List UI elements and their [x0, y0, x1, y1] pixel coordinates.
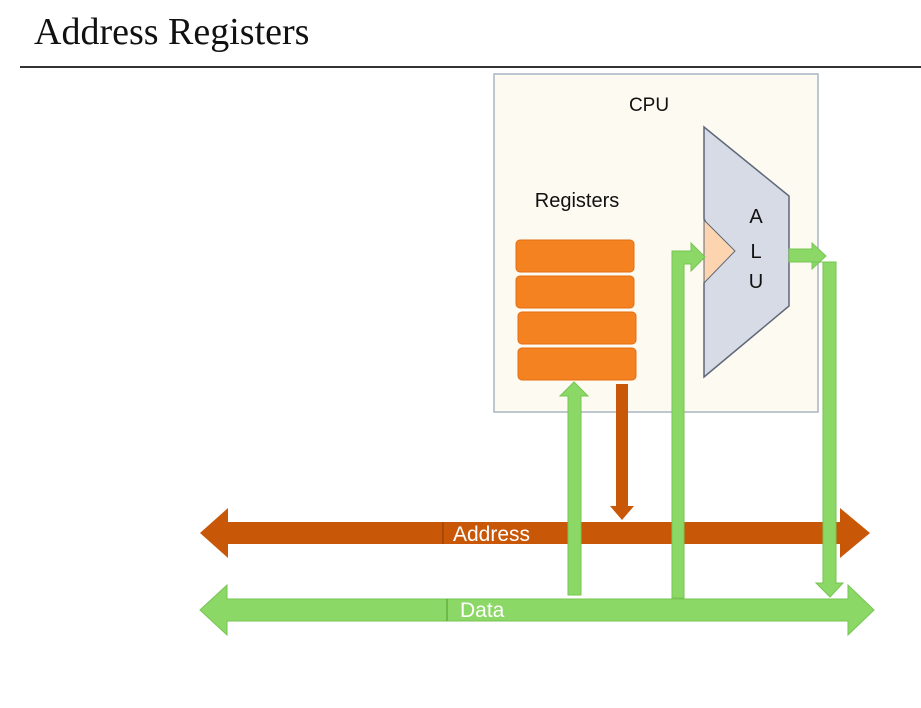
- alu-input-notch: [703, 218, 736, 285]
- register-1: [515, 239, 635, 273]
- slide-title: Address Registers: [34, 11, 310, 53]
- address-bus-arrow: [200, 508, 870, 558]
- data-to-alu-arrow: [671, 241, 706, 599]
- alu-to-data-arrow: [788, 241, 845, 598]
- title-rule: [20, 66, 921, 68]
- address-bus-label: Address: [453, 523, 530, 546]
- registers-to-address-arrow: [610, 384, 634, 520]
- cpu-label: CPU: [629, 95, 669, 116]
- register-stack: [515, 239, 637, 381]
- data-bus-label: Data: [460, 599, 505, 622]
- register-4: [517, 347, 637, 381]
- register-3: [517, 311, 637, 345]
- data-to-registers-arrow: [558, 381, 590, 596]
- alu-letter-l: L: [750, 241, 761, 263]
- alu-letter-a: A: [749, 206, 763, 228]
- data-bus-arrow: [199, 583, 875, 637]
- alu-letter-u: U: [749, 271, 763, 293]
- registers-label: Registers: [535, 190, 619, 212]
- register-2: [515, 275, 635, 309]
